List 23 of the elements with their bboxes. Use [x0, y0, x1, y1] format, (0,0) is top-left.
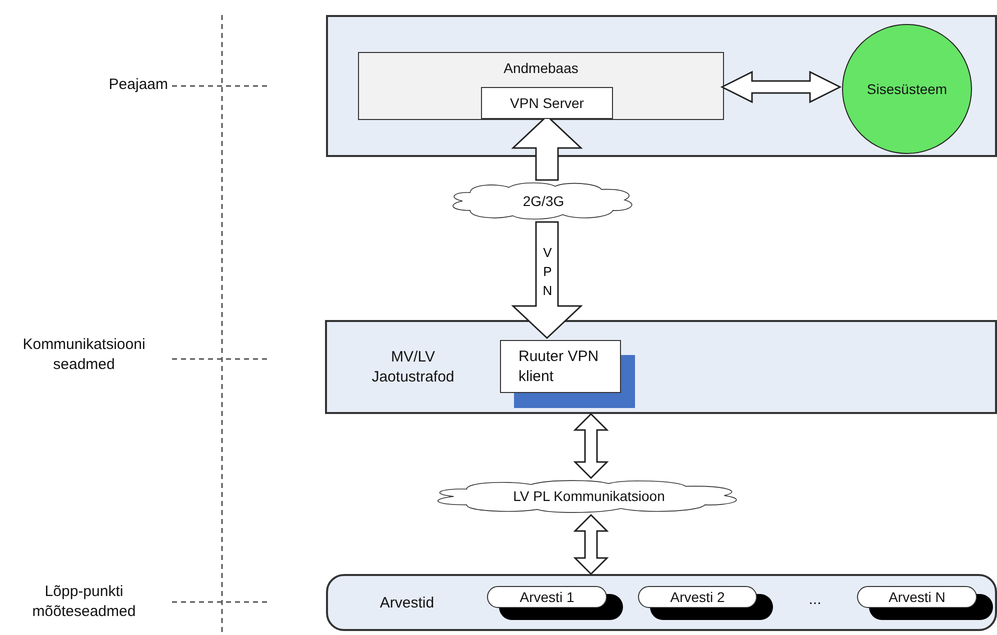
node-text: Arvestid — [378, 592, 436, 612]
node-text: Arvesti N — [888, 588, 946, 606]
node-text: MV/LV Jaotustrafod — [370, 348, 456, 386]
block-arrow — [573, 412, 609, 480]
node-text: VPN Server — [510, 94, 584, 112]
rounded-panel — [326, 574, 997, 631]
block-arrow — [720, 70, 842, 104]
node-text: Ruuter VPN klient — [518, 347, 600, 386]
layer-label: Peajaam — [108, 75, 168, 94]
ellipsis-text: ... — [808, 590, 822, 610]
process-box — [358, 52, 724, 120]
block-arrow — [573, 514, 609, 576]
layer-label: Kommunikatsiooni seadmed — [22, 335, 146, 374]
panel — [325, 320, 997, 414]
node-text: Andmebaas — [504, 59, 578, 78]
panel — [326, 15, 997, 157]
node-text: Sisesüsteem — [866, 80, 948, 98]
node-text: 2G/3G — [522, 192, 564, 210]
node-text: Arvesti 2 — [670, 588, 725, 606]
node-text: Arvesti 1 — [520, 588, 574, 606]
process-box — [481, 87, 613, 119]
layer-label: Lõpp-punkti mõõteseadmed — [31, 582, 137, 621]
node-text: LV PL Kommunikatsioon — [513, 487, 665, 506]
